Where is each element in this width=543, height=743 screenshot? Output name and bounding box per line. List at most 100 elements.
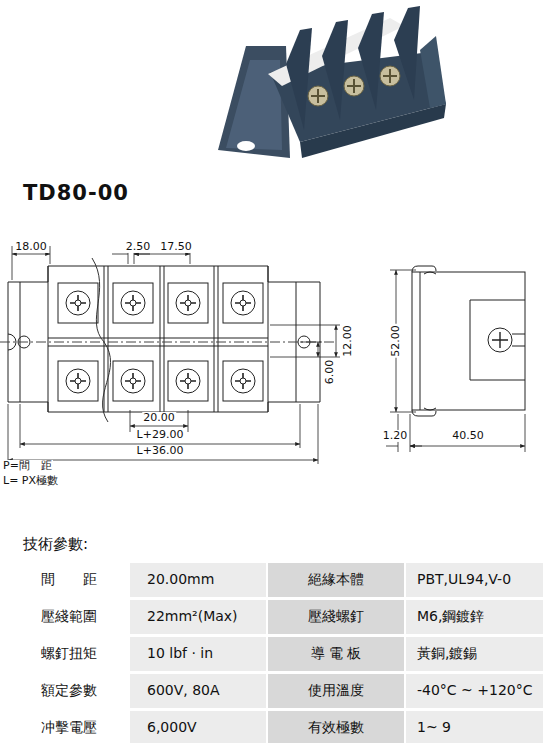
spec-table-part <box>268 600 404 634</box>
table-cell: 冲擊電壓 <box>40 720 98 735</box>
top-view-part-part <box>168 283 208 323</box>
dimension-value: 52.00 <box>390 324 402 358</box>
top-view-part-part <box>235 295 251 311</box>
spec-table-part <box>406 674 543 708</box>
note-text: L= PX極數 <box>2 475 59 487</box>
table-cell: 有效極數 <box>307 720 365 735</box>
top-view-part-part <box>168 361 208 401</box>
top-view-part-part <box>223 283 263 323</box>
table-cell: 絕緣本體 <box>307 572 365 587</box>
side-view-part <box>424 272 436 410</box>
top-view-part-part <box>125 373 141 389</box>
table-cell: 10 lbf · in <box>146 646 214 661</box>
side-view-part <box>412 272 525 410</box>
dimension-value: 20.00 <box>142 412 176 424</box>
top-view-part-part <box>231 291 255 315</box>
table-cell: 使用溫度 <box>307 683 365 698</box>
top-view-part-part <box>185 378 191 384</box>
product-illustration-part <box>286 28 312 130</box>
top-view-part-part <box>231 369 255 393</box>
top-view <box>0 258 334 422</box>
spec-table-part <box>10 674 128 708</box>
top-view-part <box>48 266 268 412</box>
product-illustration <box>218 6 446 158</box>
top-view-part-part <box>58 361 98 401</box>
top-view-part-part <box>130 378 136 384</box>
product-illustration-part <box>322 20 348 120</box>
spec-table-part <box>406 637 543 671</box>
top-view-part <box>0 342 334 343</box>
dimension-lines <box>8 246 525 464</box>
product-illustration-part <box>420 36 446 108</box>
top-view-part-part <box>185 300 191 306</box>
product-illustration-part <box>218 46 290 158</box>
top-view-part-part <box>176 369 200 393</box>
side-view-part <box>412 266 436 416</box>
spec-table-part <box>130 674 266 708</box>
dimension-lines-part <box>318 342 319 357</box>
dimension-value: 17.50 <box>159 241 193 253</box>
table-cell: 22mm²(Max) <box>146 609 239 624</box>
dimension-lines-part <box>336 325 337 357</box>
table-cell: 6,000V <box>146 720 198 735</box>
product-illustration-part <box>394 6 420 100</box>
top-view-part-part <box>75 300 81 306</box>
dimension-lines-part <box>8 460 318 461</box>
spec-table-part <box>10 711 128 743</box>
dimension-lines-part <box>130 426 188 427</box>
table-cell: 螺釘扭矩 <box>40 646 98 661</box>
dimension-value: 18.00 <box>14 241 48 253</box>
spec-table-part <box>268 563 404 597</box>
dimension-lines-part <box>270 325 340 357</box>
side-view-part <box>512 334 525 346</box>
dimension-value: L+36.00 <box>136 445 185 457</box>
spec-table-part <box>406 563 543 597</box>
top-view-part-part <box>66 291 90 315</box>
side-view-part <box>488 328 512 352</box>
table-cell: 額定參數 <box>40 683 98 698</box>
dimension-lines-part <box>12 254 50 255</box>
top-view-part <box>8 266 320 412</box>
spec-table-part <box>406 600 543 634</box>
spec-table-part <box>130 711 266 743</box>
top-view-part-part <box>125 295 141 311</box>
top-view-part-part <box>180 373 196 389</box>
product-illustration-part <box>237 141 255 151</box>
top-view-part <box>58 283 263 401</box>
table-cell: PBT,UL94,V-0 <box>416 572 512 587</box>
side-view-part <box>470 300 525 380</box>
dimension-lines-part <box>410 446 525 447</box>
dimension-lines-part <box>8 246 318 464</box>
spec-table-part <box>268 674 404 708</box>
top-view-part-part <box>130 300 136 306</box>
top-view-part-part <box>240 378 246 384</box>
top-view-part-part <box>75 378 81 384</box>
table-cell: 導 電 板 <box>310 646 363 661</box>
table-cell: 壓綫範圍 <box>40 609 98 624</box>
product-illustration-part <box>300 104 446 158</box>
spec-table-part <box>10 637 128 671</box>
spec-table-part <box>130 600 266 634</box>
top-view-part-part <box>240 300 246 306</box>
table-cell: -40°C ~ +120°C <box>416 683 534 698</box>
dimension-lines-part <box>398 414 525 452</box>
top-view-part-part <box>121 369 145 393</box>
top-view-part <box>92 258 111 422</box>
top-view-part-part <box>180 295 196 311</box>
top-view-part-part <box>70 373 86 389</box>
product-illustration-part <box>311 69 397 103</box>
top-view-part-part <box>58 283 98 323</box>
dimension-value: 12.00 <box>342 324 354 358</box>
spec-table-part <box>130 563 266 597</box>
spec-table <box>10 563 543 743</box>
dimension-value: 40.50 <box>451 430 485 442</box>
model-title: TD80-00 <box>22 182 130 205</box>
spec-table-part <box>10 600 128 634</box>
top-view-part-part <box>113 283 153 323</box>
table-cell: 壓綫螺釘 <box>307 609 365 624</box>
top-view-part-part <box>235 373 251 389</box>
note-text: 技術參數: <box>22 536 89 553</box>
spec-table-part <box>268 711 404 743</box>
top-view-part-part <box>113 361 153 401</box>
